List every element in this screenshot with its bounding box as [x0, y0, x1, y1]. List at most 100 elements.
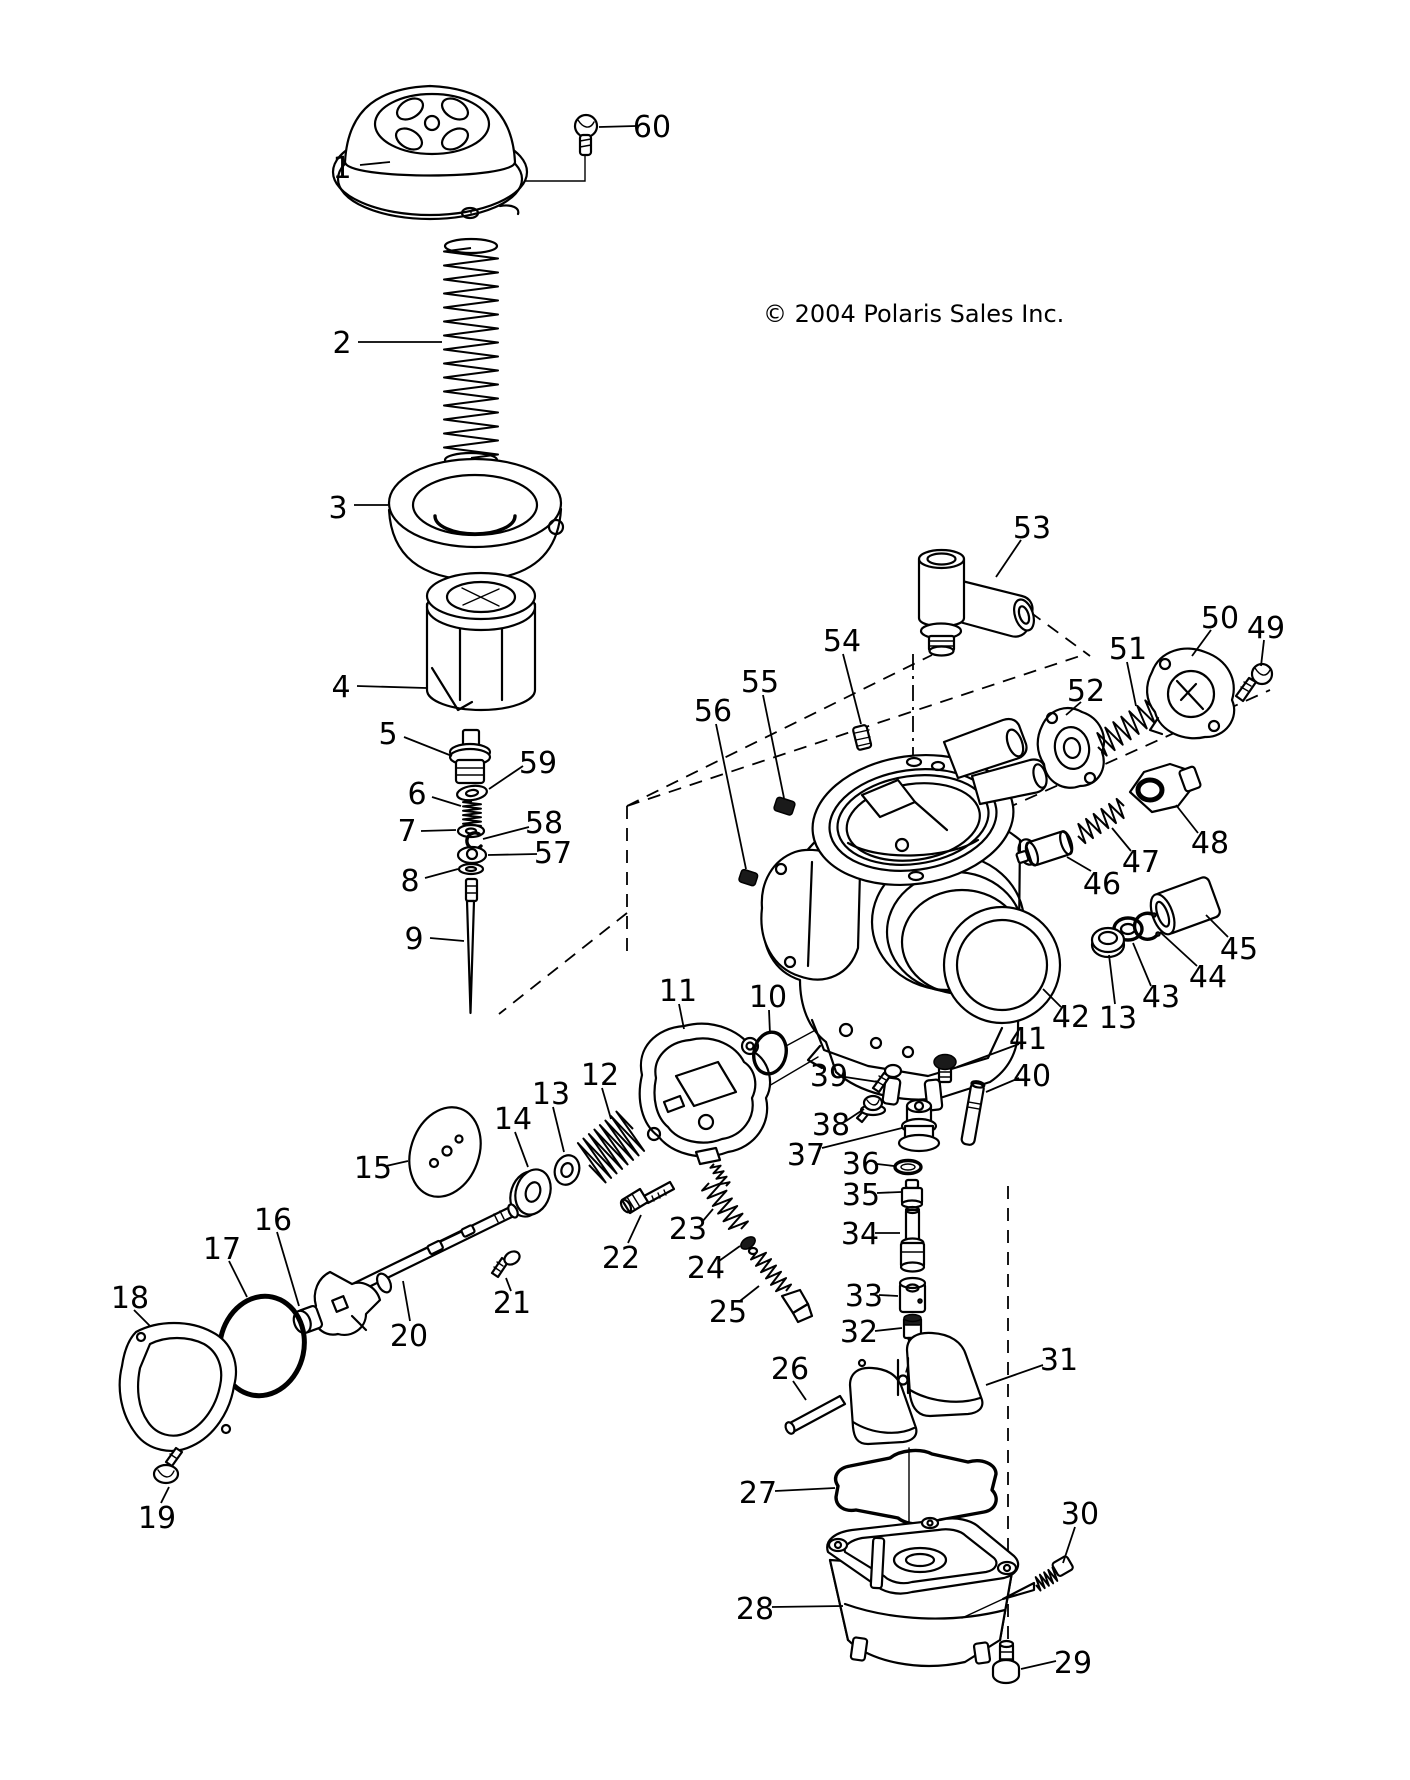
- part-label-15: 15: [354, 1151, 392, 1186]
- part-label-55: 55: [741, 665, 779, 700]
- part-label-44: 44: [1189, 960, 1227, 995]
- part-3-diaphragm: [387, 457, 565, 582]
- part-leader-58: [482, 826, 530, 840]
- part-label-14: 14: [494, 1102, 532, 1137]
- part-label-6: 6: [407, 777, 426, 812]
- part-label-13: 13: [532, 1077, 570, 1112]
- part-label-35: 35: [842, 1178, 880, 1213]
- part-label-30: 30: [1061, 1497, 1099, 1532]
- part-label-42: 42: [1052, 1000, 1090, 1035]
- part-label-51: 51: [1109, 632, 1147, 667]
- part-leader-9: [429, 937, 465, 942]
- part-label-53: 53: [1013, 511, 1051, 546]
- part-42-carburetor-body: [760, 717, 1062, 1112]
- part-label-32: 32: [840, 1315, 878, 1350]
- part-leader-27: [774, 1487, 836, 1492]
- part-leader-17: [228, 1260, 248, 1298]
- part-label-4: 4: [331, 670, 350, 705]
- part-leader-51: [1126, 661, 1137, 707]
- part-leader-30: [1062, 1526, 1076, 1564]
- part-label-28: 28: [736, 1592, 774, 1627]
- part-label-58: 58: [525, 806, 563, 841]
- part-label-24: 24: [687, 1251, 725, 1286]
- part-leader-55: [762, 694, 785, 799]
- part-label-54: 54: [823, 624, 861, 659]
- part-leader-20: [402, 1280, 411, 1322]
- part-leader-35: [876, 1191, 902, 1194]
- part-24-bead: [740, 1236, 756, 1250]
- part-20-throttle-shaft: [312, 1203, 519, 1336]
- part-34-nozzle: [899, 1205, 926, 1273]
- part-18-cover-plate: [118, 1321, 238, 1452]
- part-label-39: 39: [810, 1059, 848, 1094]
- part-label-40: 40: [1013, 1059, 1051, 1094]
- part-leader-5: [403, 736, 453, 757]
- part-leader-23: [701, 1208, 714, 1223]
- part-label-36: 36: [842, 1147, 880, 1182]
- part-40-rod: [960, 1080, 986, 1146]
- part-leader-24: [718, 1245, 741, 1262]
- part-leader-39: [844, 1076, 879, 1083]
- part-5-needle-jet-holder: [448, 728, 492, 785]
- part-leader-41: [956, 1043, 1020, 1068]
- part-49-bolt: [1234, 662, 1274, 703]
- part-leader-32: [874, 1327, 903, 1332]
- part-33-valve-seat: [898, 1276, 927, 1314]
- part-39-screw: [871, 1063, 903, 1094]
- part-11-mixing-chamber-cover: [638, 1022, 772, 1187]
- part-label-25: 25: [709, 1295, 747, 1330]
- part-26-float-pin: [784, 1394, 847, 1435]
- part-label-31: 31: [1040, 1343, 1078, 1378]
- part-leader-60: [598, 125, 637, 128]
- part-label-38: 38: [812, 1108, 850, 1143]
- part-leader-19: [160, 1486, 170, 1504]
- part-29-drain-screw: [991, 1639, 1021, 1685]
- part-label-27: 27: [739, 1476, 777, 1511]
- part-leader-48: [1175, 804, 1199, 834]
- part-leader-26: [792, 1380, 807, 1401]
- part-label-16: 16: [254, 1203, 292, 1238]
- part-31-floats: [848, 1331, 984, 1446]
- part-53-vent-elbow: [917, 548, 1035, 657]
- part-label-8: 8: [400, 864, 419, 899]
- part-label-22: 22: [602, 1241, 640, 1276]
- part-label-18: 18: [111, 1281, 149, 1316]
- part-37-pump-cap: [897, 1098, 941, 1153]
- part-label-2: 2: [332, 326, 351, 361]
- part-label-12: 12: [581, 1058, 619, 1093]
- part-label-26: 26: [771, 1352, 809, 1387]
- part-38-screw: [855, 1094, 887, 1124]
- part-56-plug: [738, 868, 759, 887]
- part-leader-12: [601, 1087, 612, 1120]
- part-leader-45: [1205, 914, 1229, 938]
- part-59-washer: [456, 784, 488, 802]
- part-14-washer: [509, 1168, 552, 1218]
- part-label-52: 52: [1067, 674, 1105, 709]
- part-label-21: 21: [493, 1286, 531, 1321]
- part-label-17: 17: [203, 1232, 241, 1267]
- part-13-washer-left: [553, 1154, 581, 1186]
- part-label-10: 10: [749, 980, 787, 1015]
- part-8-washer: [457, 862, 485, 876]
- part-leader-50: [1191, 629, 1212, 657]
- part-47-spring: [1077, 797, 1125, 845]
- part-label-59: 59: [519, 746, 557, 781]
- part-leader-56: [715, 723, 747, 870]
- part-label-45: 45: [1220, 932, 1258, 967]
- part-label-29: 29: [1054, 1646, 1092, 1681]
- part-13-washer-right: [1090, 926, 1126, 959]
- part-leader-37: [821, 1127, 903, 1149]
- part-leader-7: [420, 829, 457, 832]
- part-leader-52: [1065, 701, 1082, 716]
- part-leader-33: [878, 1294, 899, 1297]
- part-leader-8: [424, 868, 459, 879]
- part-leader-29: [1020, 1660, 1057, 1670]
- part-label-3: 3: [328, 491, 347, 526]
- part-leader-46: [1066, 856, 1092, 872]
- part-leader-47: [1111, 827, 1132, 852]
- part-leader-15: [385, 1160, 409, 1167]
- part-label-7: 7: [397, 814, 416, 849]
- part-48-valve-assembly: [1128, 762, 1202, 814]
